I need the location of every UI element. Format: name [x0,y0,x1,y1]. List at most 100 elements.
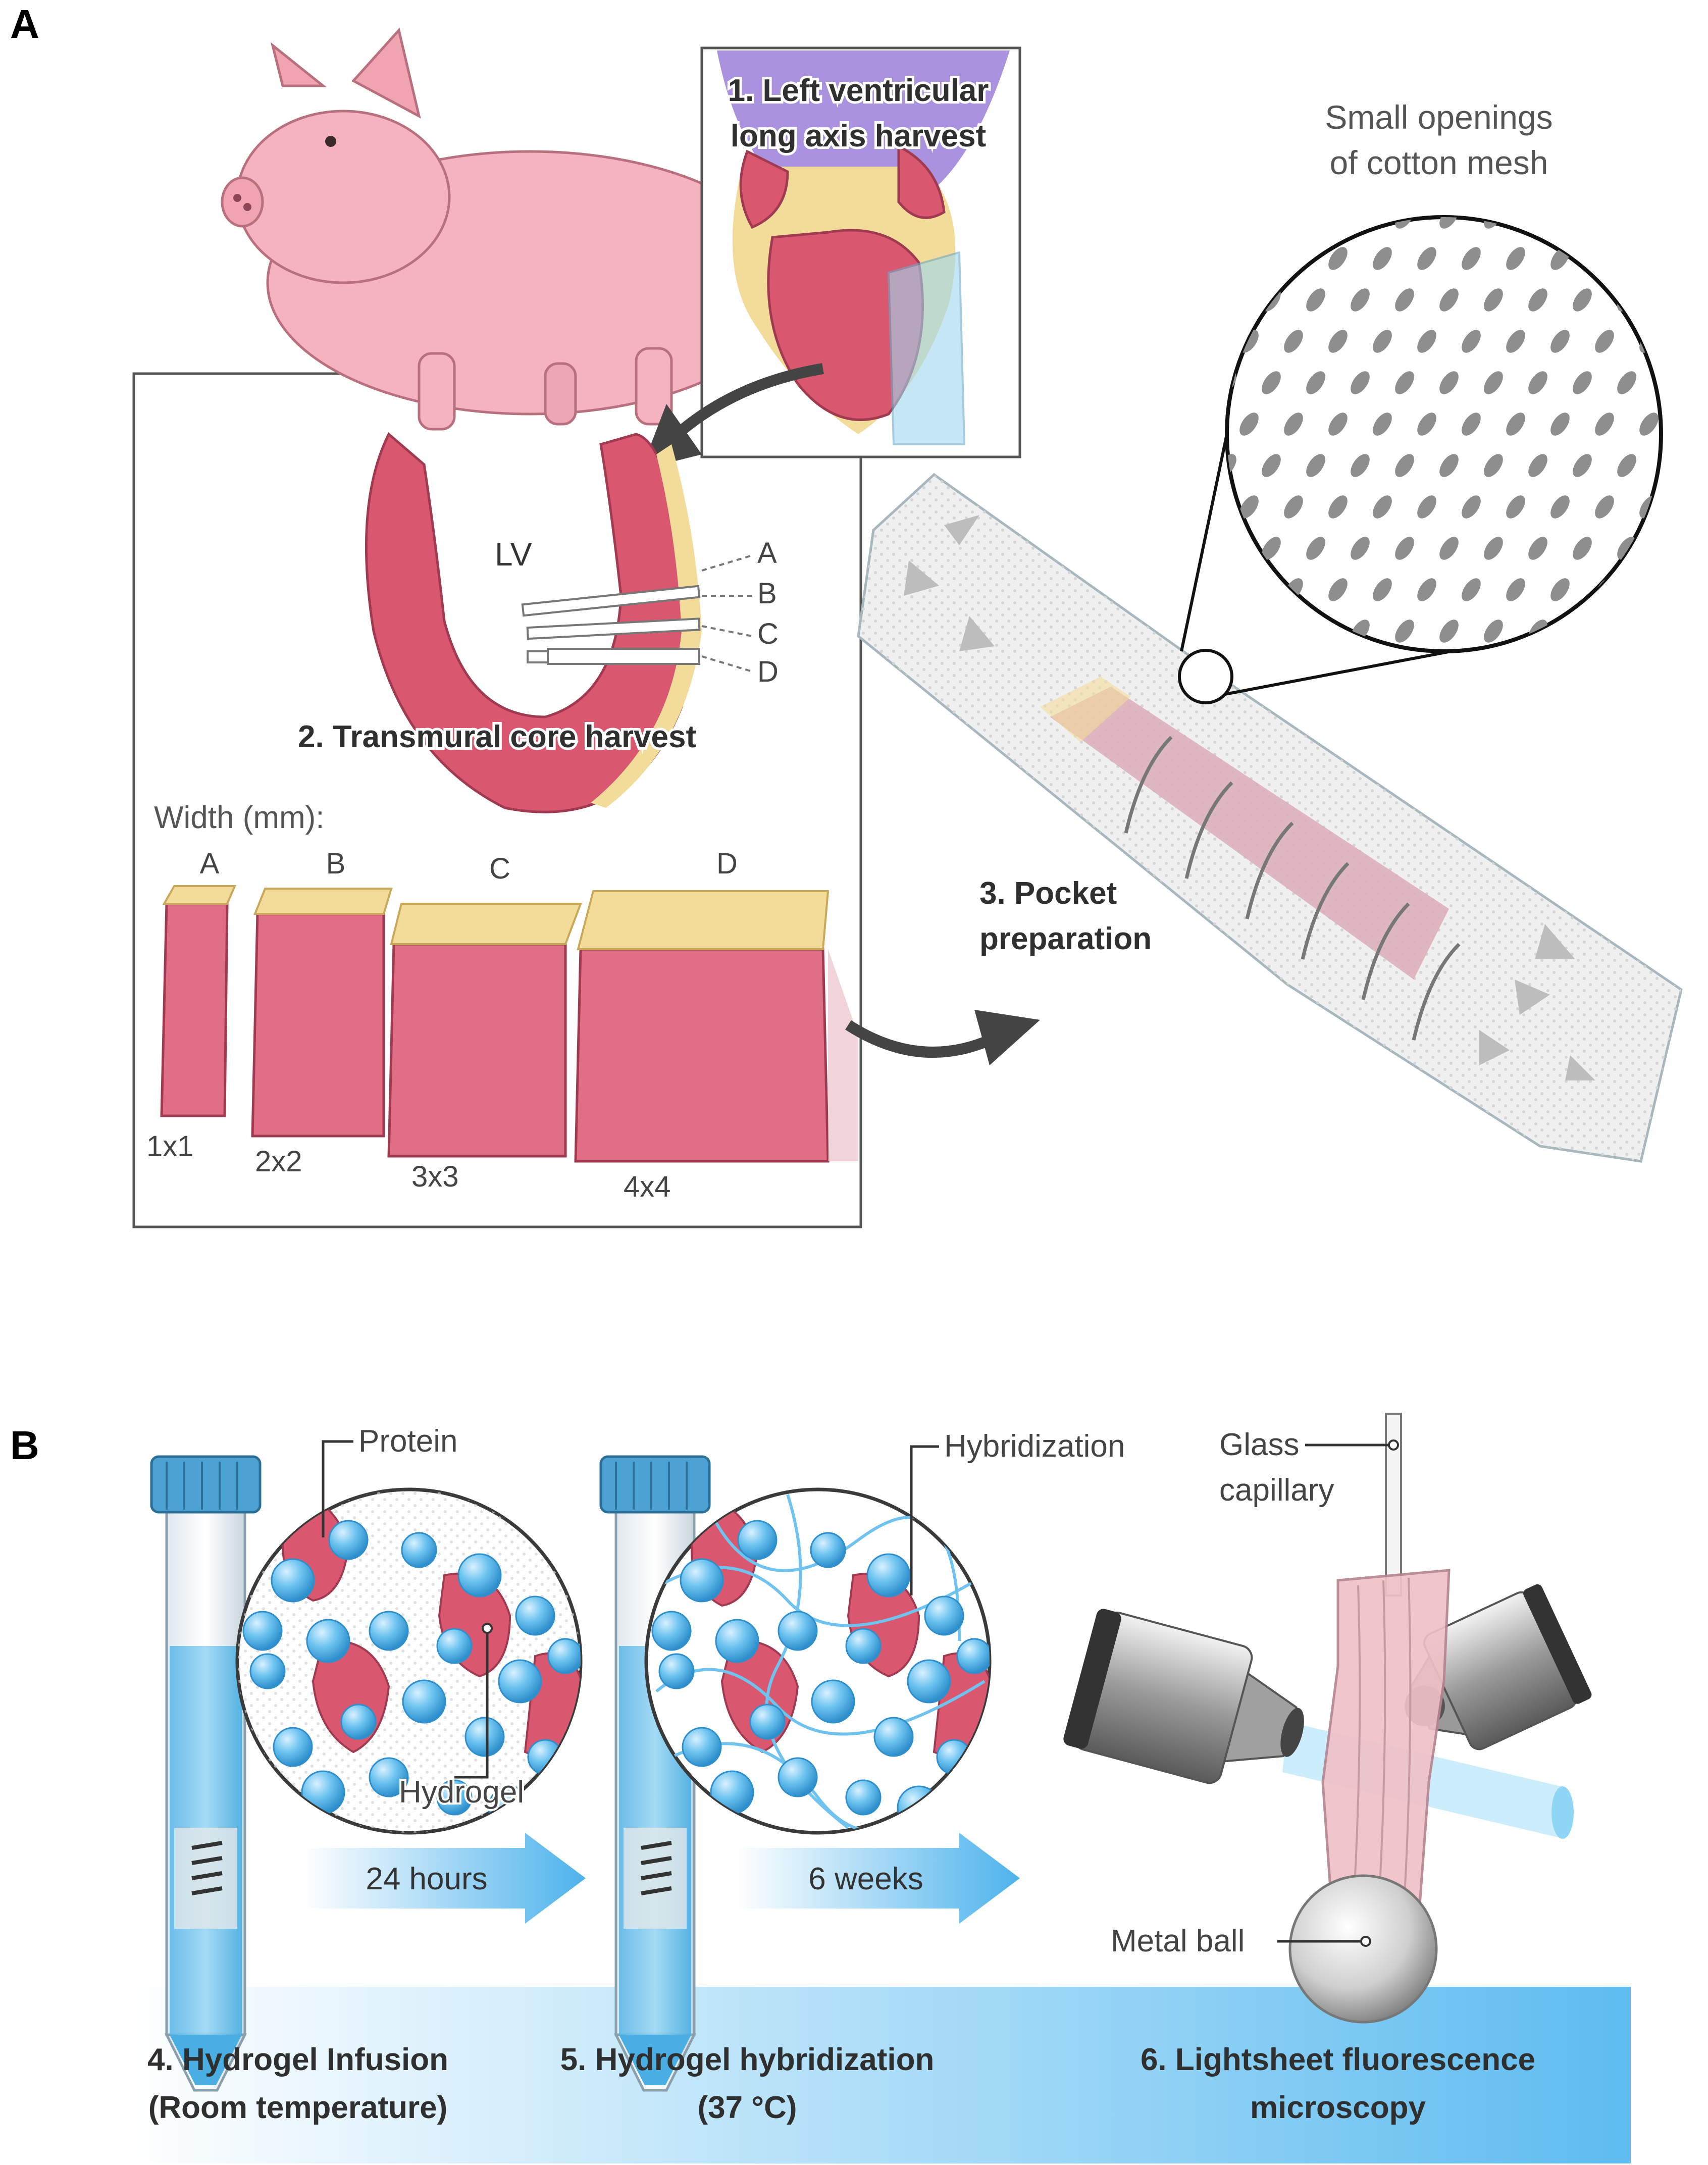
mesh-opening [1658,534,1685,563]
slice-planes [521,554,753,673]
arrow-24-hours-label: 24 hours [366,1862,487,1896]
mesh-opening [1484,537,1503,560]
mesh-opening [1395,620,1414,643]
mesh-opening [1373,247,1392,270]
step5-line2: (37 °C) [697,2090,797,2125]
hydrogel-bead [402,1679,446,1724]
step4-line2: (Room temperature) [148,2090,448,2125]
hydrogel-bead [682,1727,722,1767]
core-size-1x1: 1x1 [146,1130,194,1163]
mesh-opening [1417,330,1436,353]
heart-inset: 1. Left ventricular long axis harvest [700,46,1021,458]
mesh-opening [1462,330,1481,353]
arrow-6-weeks [737,1833,1020,1924]
width-label: Width (mm): [154,800,325,835]
mesh-opening [1680,327,1707,356]
mesh-opening [1484,620,1503,643]
mesh-opening [1227,620,1236,643]
hydrogel-bead [897,1785,941,1830]
mesh-opening [1639,413,1659,436]
mesh-opening [1506,413,1525,436]
mesh-opening [1484,454,1503,477]
core-size-3x3: 3x3 [411,1160,459,1193]
pocket-arrow [845,1020,992,1058]
mesh-opening [1439,537,1459,560]
lv-label: LV [495,536,532,573]
harvest-arrow [667,363,824,444]
hybridization-label: Hybridization [944,1429,1125,1464]
metal-ball-label: Metal ball [1111,1924,1245,1958]
mesh-label-line1: Small openings [1325,98,1552,136]
mesh-opening [1417,495,1436,519]
protein-label: Protein [358,1424,457,1459]
hydrogel-bead [301,1770,345,1815]
mesh-opening [1550,330,1570,353]
hydrogel-bead [737,1520,778,1560]
hydrogel-bead [651,1611,692,1651]
mesh-opening [1680,244,1707,274]
hydrogel-leader [454,1628,489,1779]
mesh-opening [1351,371,1370,394]
step4-line1: 4. Hydrogel Infusion [147,2042,448,2077]
hydrogel-bead [328,1520,369,1560]
mesh-opening [1573,217,1592,229]
step1-line1: 1. Left ventricular [728,73,989,108]
hydrogel-bead [845,1628,882,1664]
glass-leader-dot [1388,1439,1399,1451]
hydrogel-bead [464,1717,505,1757]
panel-b-letter: B [10,1423,39,1468]
hydrogel-label: Hydrogel [399,1775,524,1810]
tube-1 [150,1455,262,2092]
mesh-opening [1351,537,1370,560]
panel-a-letter: A [10,2,39,46]
hydrogel-bead [457,1553,502,1597]
mesh-opening [1595,413,1614,436]
mesh-opening [1262,620,1281,643]
hydrogel-bead [271,1558,315,1603]
step1-line2: long axis harvest [731,119,987,153]
hydrogel-bead [242,1611,283,1651]
mesh-opening [1573,371,1592,394]
hydrogel-bead [845,1779,882,1816]
mesh-opening [1617,537,1636,560]
mesh-opening [1484,217,1503,229]
mesh-magnifier [1178,215,1707,704]
mesh-opening [1573,288,1592,312]
hydrogel-bead [306,1619,350,1663]
hydrogel-bead [680,1558,724,1603]
mesh-opening [1680,575,1707,605]
mesh-opening [1284,495,1303,519]
mesh-opening [1373,330,1392,353]
step6-line2: microscopy [1250,2090,1426,2125]
hydrogel-bead [715,1619,759,1663]
protein-leader [322,1440,353,1537]
cotton-mesh-pocket [857,473,1683,1163]
mesh-opening [1506,578,1525,601]
hydrogel-bead [811,1679,855,1724]
hydrogel-bead [866,1553,911,1597]
hybridization-magnifier [644,1487,992,1835]
lv-cross-section: LV [365,432,702,813]
mesh-opening [1462,413,1481,436]
hydrogel-bead [749,1704,786,1740]
mesh-opening [1617,620,1636,643]
mesh-opening [1306,371,1325,394]
hydrogel-bead [936,1739,972,1775]
slice-letter-c: C [757,617,779,650]
mesh-opening [1395,454,1414,477]
mesh-opening [1306,217,1325,229]
mesh-opening [1595,495,1614,519]
hydrogel-bead [249,1653,286,1689]
mesh-opening [1262,454,1281,477]
mesh-opening [1658,616,1685,646]
hydrogel-bead [547,1638,581,1674]
hydrogel-bead [658,1653,695,1689]
hydrogel-leader-dot [482,1623,493,1634]
mesh-opening [1573,537,1592,560]
hydrogel-bead [401,1532,437,1568]
mesh-opening [1550,413,1570,436]
mesh-opening [1639,247,1659,270]
mesh-opening [1227,537,1236,560]
mesh-opening [1328,330,1348,353]
mesh-opening [1351,217,1370,229]
